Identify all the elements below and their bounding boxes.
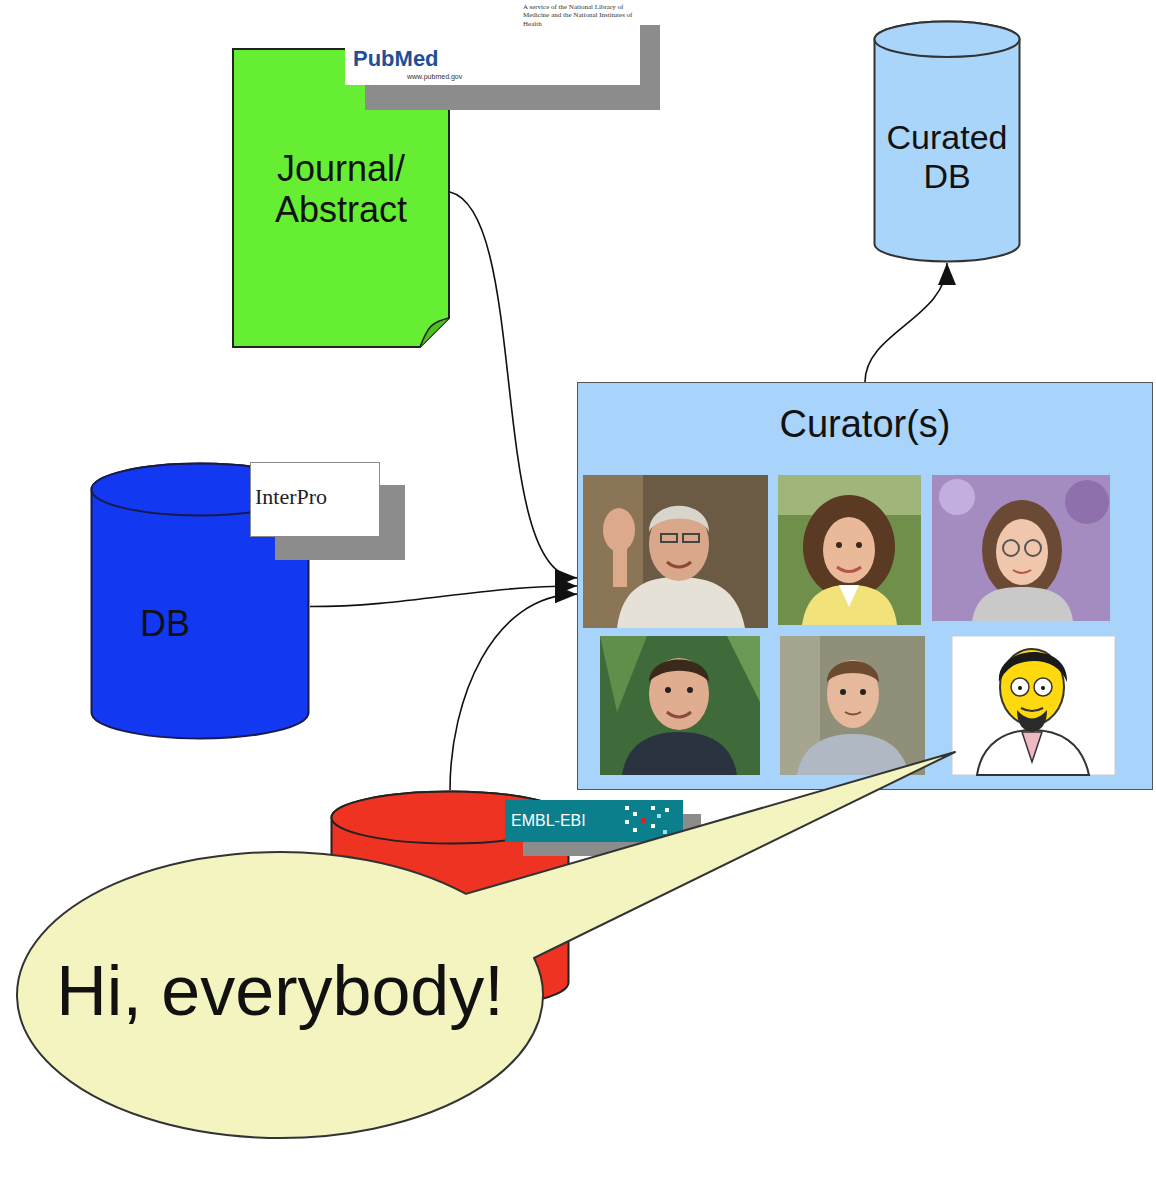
photo-portrait — [778, 475, 921, 625]
speech-bubble: Hi, everybody! — [15, 850, 545, 1140]
photo-portrait — [583, 475, 768, 628]
logo-name: EMBL-EBI — [511, 812, 621, 830]
logo-name: InterPro — [255, 485, 377, 509]
logo-name: PubMed — [353, 48, 473, 70]
cylinder-body — [875, 22, 1020, 262]
cartoon-doctor — [952, 636, 1115, 775]
panel-title: Curator(s) — [577, 404, 1153, 446]
logo-note: A service of the National Library of Med… — [523, 3, 635, 28]
document-fold — [420, 318, 449, 347]
database-cylinder: Curated DB — [873, 20, 1021, 263]
node-label: Curated DB — [877, 118, 1017, 196]
photo-portrait — [600, 636, 760, 775]
connector — [865, 263, 947, 382]
document-outline — [233, 49, 449, 347]
photo-portrait — [780, 636, 925, 775]
speech-bubble-outline — [17, 752, 955, 1138]
cylinder-top — [875, 22, 1020, 58]
photo-portrait — [932, 475, 1110, 621]
logo-url: www.pubmed.gov — [407, 73, 507, 80]
pubmed-logo: PubMed A service of the National Library … — [345, 0, 640, 85]
connector — [450, 594, 577, 790]
panel-outline — [578, 383, 1153, 790]
interpro-logo: InterPro — [250, 462, 380, 537]
node-label: DB — [90, 604, 240, 644]
curator-panel: Curator(s) — [577, 382, 1153, 790]
database-cylinder: InterProDB — [90, 462, 310, 740]
speech-text: Hi, everybody! — [15, 953, 545, 1030]
embl-ebi-logo: EMBL-EBI — [505, 800, 683, 842]
document-shape: PubMedA service of the National Library … — [232, 48, 450, 348]
node-label: Journal/ Abstract — [248, 148, 434, 231]
connector — [450, 192, 577, 578]
